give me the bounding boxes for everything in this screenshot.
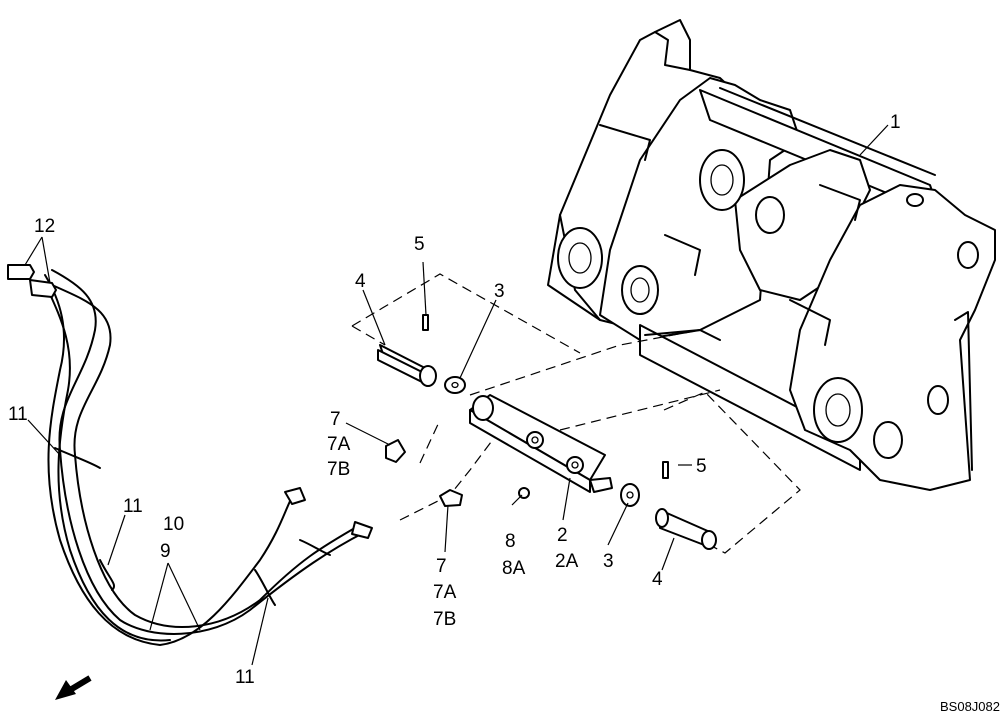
callout-9: 9 — [160, 541, 171, 562]
callout-8: 8 — [505, 531, 516, 552]
callout-7a-upper: 7A — [327, 434, 351, 455]
callout-3-lower: 3 — [603, 551, 614, 572]
roll-pin-upper — [422, 314, 429, 331]
callout-7a-lower: 7A — [433, 582, 457, 603]
pin-lower — [655, 508, 717, 550]
hoses — [7, 264, 373, 646]
arrow-down-left-icon — [55, 675, 92, 700]
washer-upper — [444, 376, 466, 394]
callout-11-left: 11 — [8, 404, 28, 425]
callout-2: 2 — [557, 525, 568, 546]
leader-lines — [24, 124, 889, 666]
callout-2a: 2A — [555, 551, 579, 572]
callout-4-lower: 4 — [652, 569, 663, 590]
callout-11-middle: 11 — [123, 496, 143, 517]
elbow-fitting-lower — [439, 489, 463, 507]
callout-7-lower: 7 — [436, 556, 447, 577]
callout-7b-lower: 7B — [433, 609, 456, 630]
hydraulic-cylinder — [469, 394, 613, 493]
reference-code: BS08J082 — [940, 699, 1000, 714]
washer-lower — [620, 483, 640, 507]
callout-7-upper: 7 — [330, 409, 341, 430]
pin-upper — [377, 344, 437, 387]
callout-10: 10 — [163, 514, 184, 535]
elbow-fitting-upper — [385, 439, 406, 463]
callout-3-upper: 3 — [494, 281, 505, 302]
callout-8a: 8A — [502, 558, 526, 579]
assembly-lines — [351, 273, 801, 554]
callout-5-lower: 5 — [696, 456, 707, 477]
callouts: 1 5 4 3 7 7A 7B 5 2 2A 3 8 8A 4 7 7A 7B … — [8, 112, 901, 688]
roll-pin-lower — [662, 461, 669, 479]
callout-1: 1 — [890, 112, 901, 133]
coupler-frame — [547, 19, 996, 491]
callout-5-upper: 5 — [414, 234, 425, 255]
callout-11-bottom: 11 — [235, 667, 255, 688]
callout-12: 12 — [34, 216, 55, 237]
callout-7b-upper: 7B — [327, 459, 350, 480]
callout-4-upper: 4 — [355, 271, 366, 292]
